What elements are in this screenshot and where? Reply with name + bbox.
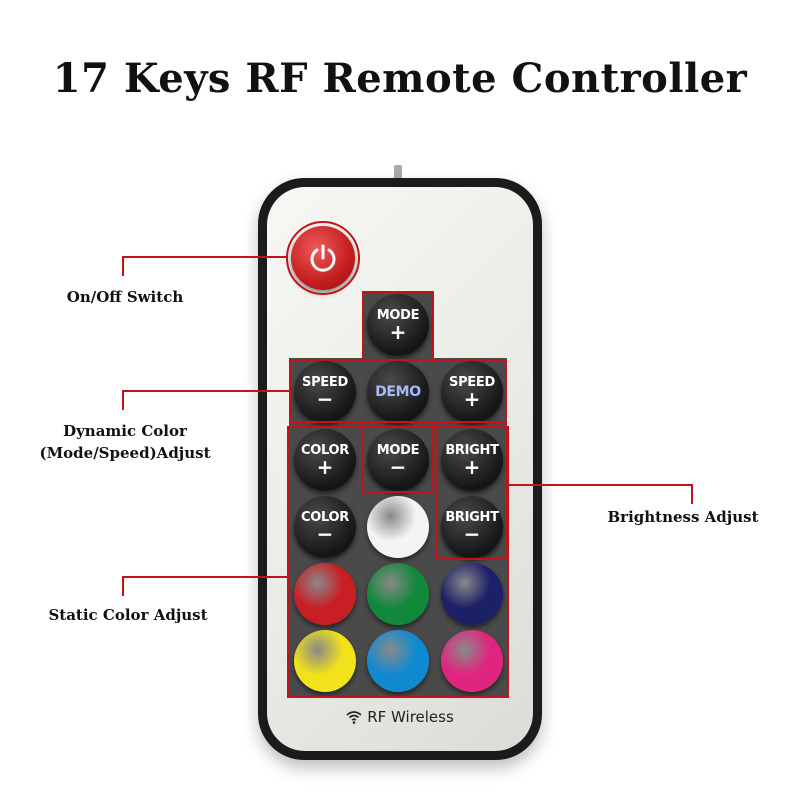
button-label: COLOR [301, 443, 349, 458]
button-symbol: + [316, 455, 334, 479]
demo-button[interactable]: DEMO [367, 361, 429, 423]
power-button[interactable] [291, 226, 355, 290]
dynamic-label: Dynamic Color (Mode/Speed)Adjust [10, 420, 240, 464]
static-leader-h [122, 576, 288, 578]
brightness-label: Brightness Adjust [607, 508, 759, 526]
dynamic-label-line1: Dynamic Color [63, 422, 187, 440]
button-label: BRIGHT [445, 510, 499, 525]
magenta-color-button[interactable] [441, 630, 503, 692]
speed-plus-button[interactable]: SPEED + [441, 361, 503, 423]
power-label: On/Off Switch [66, 288, 184, 306]
button-symbol: + [463, 455, 481, 479]
static-leader-v [122, 576, 124, 596]
button-symbol: + [463, 387, 481, 411]
button-label: MODE [376, 443, 420, 458]
red-color-button[interactable] [294, 563, 356, 625]
power-icon [310, 244, 336, 272]
bright-minus-button[interactable]: BRIGHT − [441, 496, 503, 558]
dynamic-label-line2: (Mode/Speed)Adjust [39, 444, 211, 462]
button-label: SPEED [302, 375, 348, 390]
antenna [394, 165, 402, 179]
button-label: SPEED [449, 375, 495, 390]
dynamic-leader-h [122, 390, 290, 392]
rf-wireless-text: RF Wireless [367, 708, 454, 726]
bright-plus-button[interactable]: BRIGHT + [441, 429, 503, 491]
button-symbol: + [389, 320, 407, 344]
speed-minus-button[interactable]: SPEED − [294, 361, 356, 423]
button-label: COLOR [301, 510, 349, 525]
green-color-button[interactable] [367, 563, 429, 625]
color-plus-button[interactable]: COLOR + [294, 429, 356, 491]
color-minus-button[interactable]: COLOR − [294, 496, 356, 558]
button-label: MODE [376, 308, 420, 323]
button-symbol: − [463, 522, 481, 546]
brightness-leader-h [508, 484, 692, 486]
yellow-color-button[interactable] [294, 630, 356, 692]
navy-color-button[interactable] [441, 563, 503, 625]
button-symbol: − [316, 387, 334, 411]
button-symbol: − [389, 455, 407, 479]
rf-wireless-label: RF Wireless [258, 708, 542, 726]
page-title: 17 Keys RF Remote Controller [52, 55, 748, 102]
blue-color-button[interactable] [367, 630, 429, 692]
white-color-button[interactable] [367, 496, 429, 558]
static-label: Static Color Adjust [48, 606, 208, 624]
button-label: DEMO [375, 384, 421, 400]
power-leader-h [122, 256, 288, 258]
brightness-leader-v [691, 484, 693, 504]
button-symbol: − [316, 522, 334, 546]
wireless-icon [346, 711, 362, 724]
button-label: BRIGHT [445, 443, 499, 458]
mode-plus-button[interactable]: MODE + [367, 294, 429, 356]
dynamic-leader-v [122, 390, 124, 410]
power-leader-v [122, 256, 124, 276]
mode-minus-button[interactable]: MODE − [367, 429, 429, 491]
